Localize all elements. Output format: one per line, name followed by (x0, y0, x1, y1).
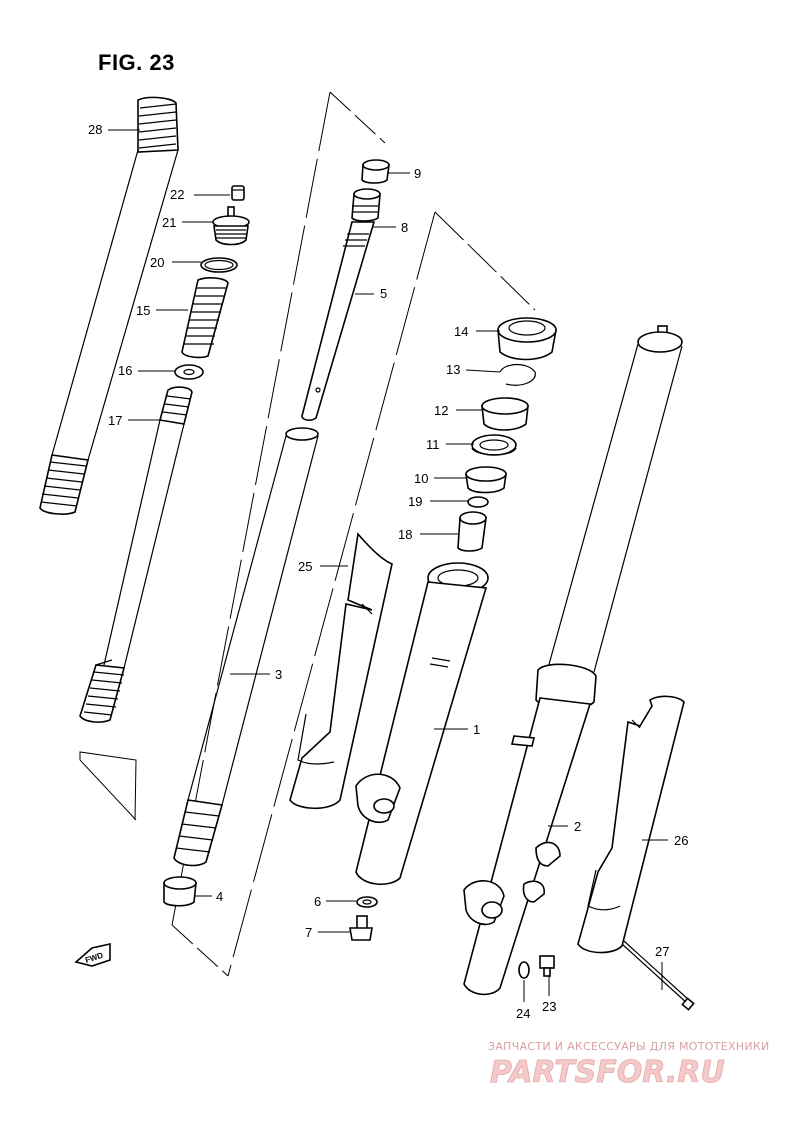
label-part-14: 14 (454, 324, 468, 339)
part-number-labels: 28 22 21 20 15 16 17 9 8 5 3 4 25 14 13 … (88, 122, 688, 1021)
part-16-washer (174, 364, 204, 380)
fwd-direction-arrow: FWD (74, 943, 111, 967)
part-2-outer-tube-right (463, 663, 597, 996)
label-part-10: 10 (414, 471, 428, 486)
label-part-28: 28 (88, 122, 102, 137)
figure-title: FIG. 23 (98, 50, 175, 75)
part-22-cap-nut (231, 185, 245, 201)
part-11-seal-spacer (471, 434, 517, 456)
part-26-fork-guard-right (577, 695, 685, 954)
part-inner-tube-right (547, 325, 683, 673)
part-24-washer (518, 961, 530, 979)
part-28-long-spring (39, 96, 179, 723)
label-part-15: 15 (136, 303, 150, 318)
label-part-17: 17 (108, 413, 122, 428)
leader-lines (108, 129, 668, 1002)
label-part-4: 4 (216, 889, 223, 904)
label-part-11: 11 (426, 437, 440, 452)
part-8-piston-ring (351, 188, 381, 222)
part-18-oil-lock-piece (457, 511, 487, 552)
label-part-19: 19 (408, 494, 422, 509)
part-12-oil-seal (481, 397, 529, 431)
label-part-7: 7 (305, 925, 312, 940)
label-part-25: 25 (298, 559, 312, 574)
label-part-16: 16 (118, 363, 132, 378)
part-23-bolt (539, 955, 555, 977)
label-part-12: 12 (434, 403, 448, 418)
label-part-21: 21 (162, 215, 176, 230)
part-20-o-ring (200, 257, 238, 273)
label-part-27: 27 (655, 944, 669, 959)
label-part-22: 22 (170, 187, 184, 202)
part-7-drain-bolt (349, 915, 373, 941)
label-part-26: 26 (674, 833, 688, 848)
part-10-guide-bushing (465, 466, 507, 494)
group-outline-center (171, 91, 386, 977)
part-25-fork-guard-left (289, 532, 393, 810)
part-5-damper-rod (301, 221, 376, 421)
part-13-circlip (499, 363, 536, 386)
part-14-dust-seal (497, 317, 557, 361)
watermark-tagline: ЗАПЧАСТИ И АКСЕССУАРЫ ДЛЯ МОТОТЕХНИКИ (488, 1040, 770, 1053)
label-part-3: 3 (275, 667, 282, 682)
part-15-spacer-spring (181, 277, 229, 359)
label-part-18: 18 (398, 527, 412, 542)
label-part-5: 5 (380, 286, 387, 301)
part-21-fork-cap-bolt (212, 206, 250, 246)
label-part-8: 8 (401, 220, 408, 235)
group-outline-right (227, 211, 536, 977)
part-3-inner-tube (173, 427, 319, 867)
label-part-9: 9 (414, 166, 421, 181)
label-part-24: 24 (516, 1006, 530, 1021)
part-17-fork-spring (103, 386, 193, 669)
part-27-cable-tie (621, 940, 695, 1011)
label-part-20: 20 (150, 255, 164, 270)
part-19-o-ring (467, 496, 489, 508)
label-part-23: 23 (542, 999, 556, 1014)
label-part-6: 6 (314, 894, 321, 909)
label-part-2: 2 (574, 819, 581, 834)
part-6-gasket (356, 896, 378, 908)
watermark-logo: PARTSFOR.RU (490, 1055, 725, 1091)
part-1-outer-tube-left (355, 562, 489, 885)
group-outline-left (79, 751, 137, 821)
watermark-logo-text: PARTSFOR.RU (490, 1055, 725, 1090)
part-4-slide-bushing (163, 876, 197, 907)
label-part-1: 1 (473, 722, 480, 737)
part-9-ring (361, 159, 390, 184)
label-part-13: 13 (446, 362, 460, 377)
